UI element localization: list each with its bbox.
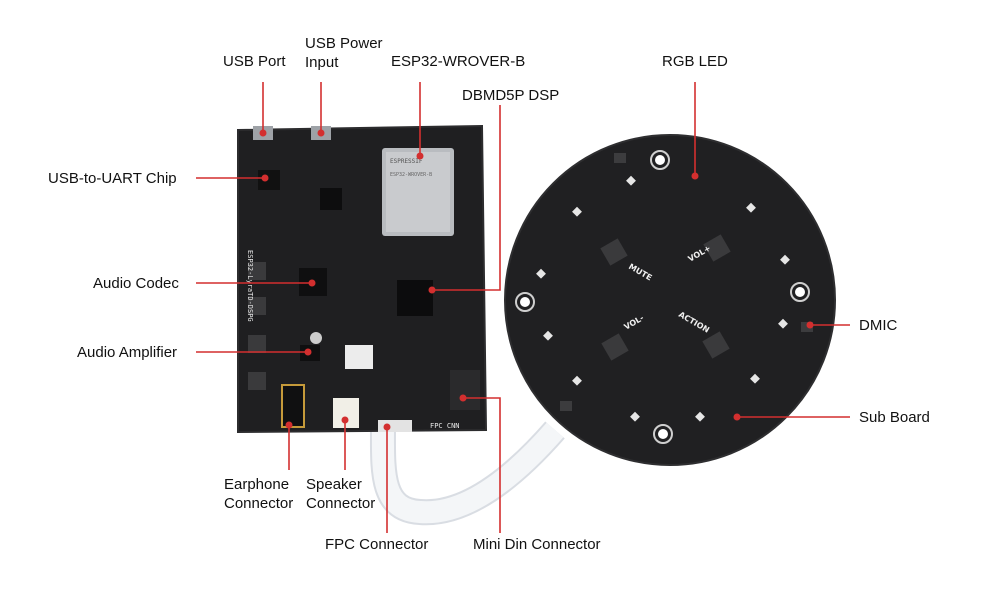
label-usb-to-uart: USB-to-UART Chip (48, 170, 177, 187)
svg-text:ESP32-LyraTD-DSPG: ESP32-LyraTD-DSPG (246, 250, 254, 322)
label-dmic: DMIC (859, 317, 898, 334)
label-mini-din-connector: Mini Din Connector (473, 536, 601, 553)
label-earphone-connector: Earphone Connector (224, 476, 294, 512)
fpc-socket (378, 420, 412, 432)
dsp-chip (397, 280, 433, 316)
leader-lines (196, 82, 850, 533)
label-fpc-connector: FPC Connector (325, 536, 429, 553)
dbmd5p-line (432, 105, 501, 291)
sub-board-circle: MUTE VOL+ VOL- ACTION (504, 134, 836, 466)
ribbon-cable (369, 421, 565, 526)
leader-dots (259, 129, 814, 431)
svg-text:ESP32-WROVER-B: ESP32-WROVER-B (390, 172, 432, 178)
svg-text:ESPRESSIF: ESPRESSIF (390, 158, 423, 165)
label-esp32: ESP32-WROVER-B (391, 53, 526, 70)
label-sub-board: Sub Board (859, 409, 930, 426)
vol-up-button-part (703, 234, 731, 262)
mute-button-part (600, 238, 628, 266)
label-audio-codec: Audio Codec (93, 275, 179, 292)
action-button-part (702, 331, 730, 359)
uart-chip (258, 170, 280, 190)
label-audio-amplifier: Audio Amplifier (77, 344, 178, 361)
label-usb-port: USB Port (223, 53, 286, 70)
mini-din-line (463, 397, 501, 533)
svg-text:FPC CNN: FPC CNN (430, 422, 460, 430)
earphone-jack (281, 384, 305, 428)
qr-sticker (345, 345, 373, 369)
label-usb-power-input: USB Power Input (305, 35, 383, 71)
label-rgb-led: RGB LED (662, 53, 728, 70)
label-speaker-connector: Speaker Connector (306, 476, 376, 512)
label-dbmd5p: DBMD5P DSP (462, 87, 560, 104)
speaker-socket (333, 398, 359, 428)
vol-down-button-part (601, 333, 629, 361)
main-board: ESPRESSIF ESP32-WROVER-B ESP32-LyraTD-DS… (237, 124, 488, 434)
